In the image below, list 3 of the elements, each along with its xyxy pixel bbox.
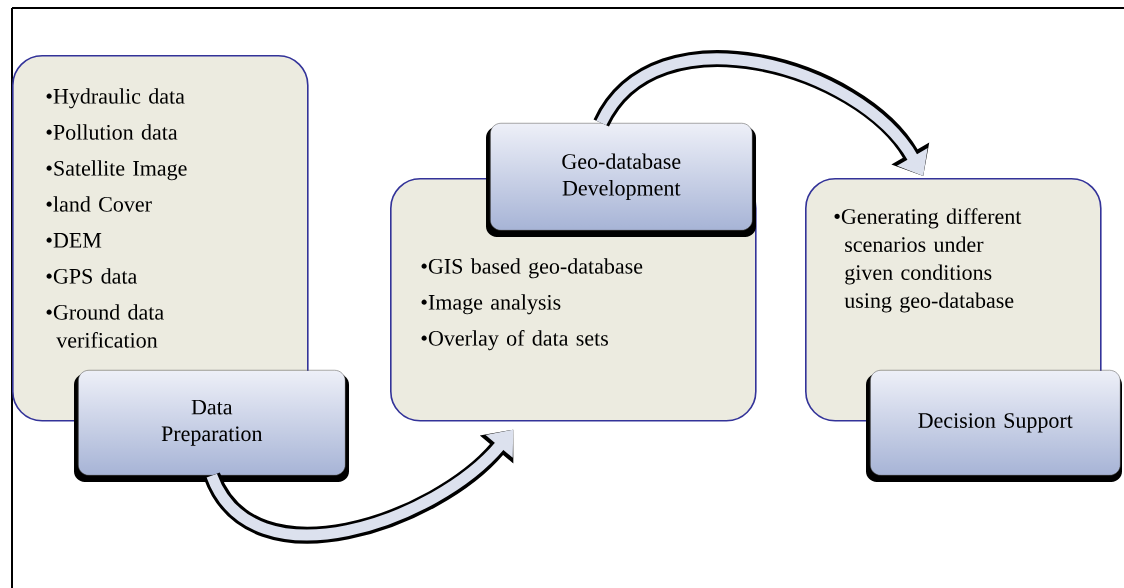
title-tab: Geo-database Development <box>486 123 756 237</box>
title-tab: Decision Support <box>866 370 1122 482</box>
title-tab: Data Preparation <box>74 370 349 482</box>
